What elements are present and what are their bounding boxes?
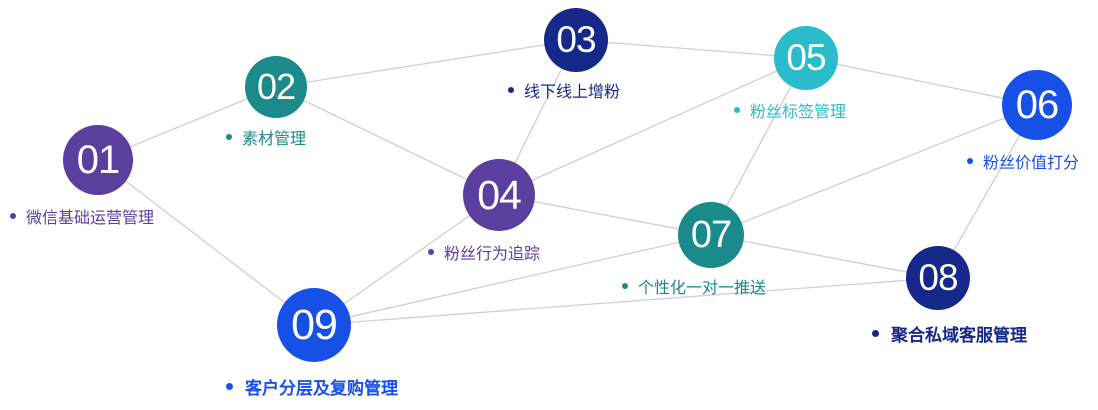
- edge-06-07: [710, 104, 1038, 236]
- node-09: 09: [277, 288, 351, 362]
- node-04: 04: [463, 159, 535, 231]
- label-03: 线下线上增粉: [508, 78, 620, 102]
- edge-02-03: [275, 39, 577, 88]
- label-text-08: 聚合私域客服管理: [891, 326, 1027, 346]
- node-06: 06: [1002, 70, 1072, 140]
- bullet-dot-icon: [872, 330, 879, 337]
- bullet-dot-icon: [10, 213, 16, 219]
- edge-05-06: [805, 57, 1038, 106]
- bullet-dot-icon: [622, 283, 628, 289]
- label-text-05: 粉丝标签管理: [750, 102, 847, 121]
- label-text-04: 粉丝行为追踪: [444, 244, 541, 263]
- label-09: 客户分层及复购管理: [226, 374, 398, 399]
- bullet-dot-icon: [428, 249, 434, 255]
- label-02: 素材管理: [226, 125, 306, 149]
- bullet-dot-icon: [734, 107, 740, 113]
- label-text-03: 线下线上增粉: [524, 82, 621, 101]
- node-03: 03: [544, 8, 608, 72]
- bullet-dot-icon: [226, 383, 233, 390]
- label-07: 个性化一对一推送: [622, 274, 766, 298]
- node-01: 01: [63, 125, 133, 195]
- label-text-06: 粉丝价值打分: [983, 153, 1080, 172]
- node-08: 08: [906, 246, 970, 310]
- label-text-07: 个性化一对一推送: [638, 278, 767, 297]
- label-04: 粉丝行为追踪: [428, 240, 540, 264]
- node-07: 07: [678, 202, 744, 268]
- label-text-09: 客户分层及复购管理: [245, 379, 398, 399]
- edge-01-09: [97, 159, 315, 326]
- edge-07-09: [313, 234, 712, 326]
- edge-02-04: [275, 86, 500, 196]
- edge-08-09: [313, 277, 939, 326]
- edge-04-05: [498, 57, 807, 196]
- bullet-dot-icon: [226, 134, 232, 140]
- bullet-dot-icon: [967, 158, 973, 164]
- label-06: 粉丝价值打分: [967, 149, 1079, 173]
- label-05: 粉丝标签管理: [734, 98, 846, 122]
- node-02: 02: [245, 56, 307, 118]
- edge-04-09: [313, 194, 500, 326]
- edge-03-05: [575, 39, 807, 59]
- edge-07-08: [710, 234, 939, 279]
- label-01: 微信基础运营管理: [10, 204, 154, 228]
- node-05: 05: [774, 26, 838, 90]
- label-08: 聚合私域客服管理: [872, 321, 1027, 346]
- label-text-02: 素材管理: [242, 129, 307, 148]
- label-text-01: 微信基础运营管理: [26, 208, 155, 227]
- bullet-dot-icon: [508, 87, 514, 93]
